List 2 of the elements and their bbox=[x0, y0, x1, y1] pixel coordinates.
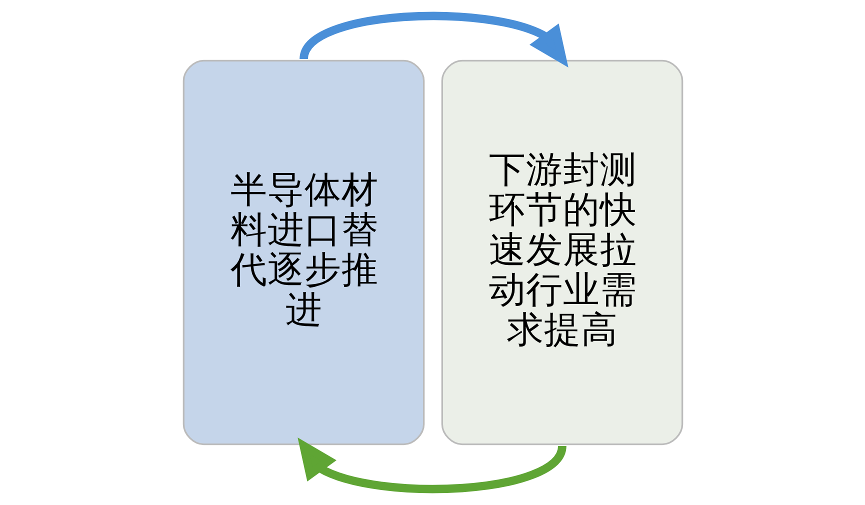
node-box: 半导体材料进口替代逐步推进 bbox=[182, 60, 424, 446]
node-box: 下游封测环节的快速发展拉动行业需求提高 bbox=[440, 60, 683, 446]
